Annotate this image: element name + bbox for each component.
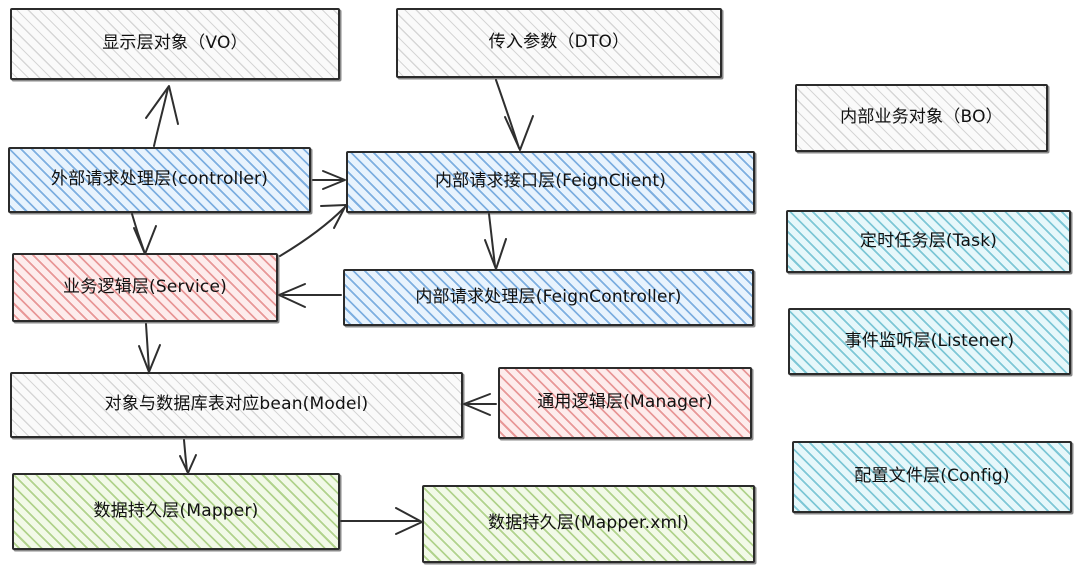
arrow-model-to-mapper — [179, 439, 197, 474]
node-feigncontroller[interactable]: 内部请求处理层(FeignController) — [343, 269, 754, 326]
node-controller[interactable]: 外部请求处理层(controller) — [8, 147, 311, 213]
node-manager[interactable]: 通用逻辑层(Manager) — [498, 367, 752, 439]
node-model-label: 对象与数据库表对应bean(Model) — [104, 394, 369, 415]
arrow-manager-to-model — [463, 393, 497, 416]
node-mapper-xml-label: 数据持久层(Mapper.xml) — [488, 513, 689, 534]
node-feigncontroller-label: 内部请求处理层(FeignController) — [415, 286, 682, 307]
node-listener[interactable]: 事件监听层(Listener) — [788, 308, 1071, 375]
node-config[interactable]: 配置文件层(Config) — [792, 441, 1072, 513]
node-mapper-label: 数据持久层(Mapper) — [93, 500, 259, 521]
node-listener-label: 事件监听层(Listener) — [844, 330, 1015, 351]
arrow-mapper-to-mapperxml — [340, 507, 423, 535]
node-feignclient-label: 内部请求接口层(FeignClient) — [434, 171, 667, 192]
arrow-service-to-model — [138, 323, 161, 373]
arrow-dto-to-feignclient — [495, 79, 534, 151]
node-mapper[interactable]: 数据持久层(Mapper) — [12, 473, 340, 550]
node-service-label: 业务逻辑层(Service) — [63, 276, 227, 297]
node-feignclient[interactable]: 内部请求接口层(FeignClient) — [346, 151, 755, 213]
arrow-controller-to-vo — [145, 85, 179, 147]
node-vo-label: 显示层对象（VO） — [102, 33, 248, 54]
node-dto-label: 传入参数（DTO） — [488, 32, 630, 53]
node-task[interactable]: 定时任务层(Task) — [786, 210, 1071, 273]
arrow-feignclient-to-feigncontroller — [484, 213, 507, 270]
node-dto[interactable]: 传入参数（DTO） — [396, 8, 722, 78]
node-bo[interactable]: 内部业务对象（BO） — [795, 84, 1048, 152]
arrow-feigncontroller-to-service — [278, 283, 342, 308]
node-task-label: 定时任务层(Task) — [859, 230, 998, 251]
arrow-controller-to-feignclient — [312, 170, 346, 190]
node-config-label: 配置文件层(Config) — [854, 466, 1010, 487]
arrow-controller-to-service — [131, 213, 157, 255]
node-mapper-xml[interactable]: 数据持久层(Mapper.xml) — [422, 485, 755, 563]
node-service[interactable]: 业务逻辑层(Service) — [12, 253, 278, 322]
node-controller-label: 外部请求处理层(controller) — [50, 169, 269, 190]
node-vo[interactable]: 显示层对象（VO） — [10, 8, 340, 80]
node-model[interactable]: 对象与数据库表对应bean(Model) — [10, 372, 463, 438]
node-manager-label: 通用逻辑层(Manager) — [537, 392, 713, 413]
node-bo-label: 内部业务对象（BO） — [840, 107, 1003, 128]
